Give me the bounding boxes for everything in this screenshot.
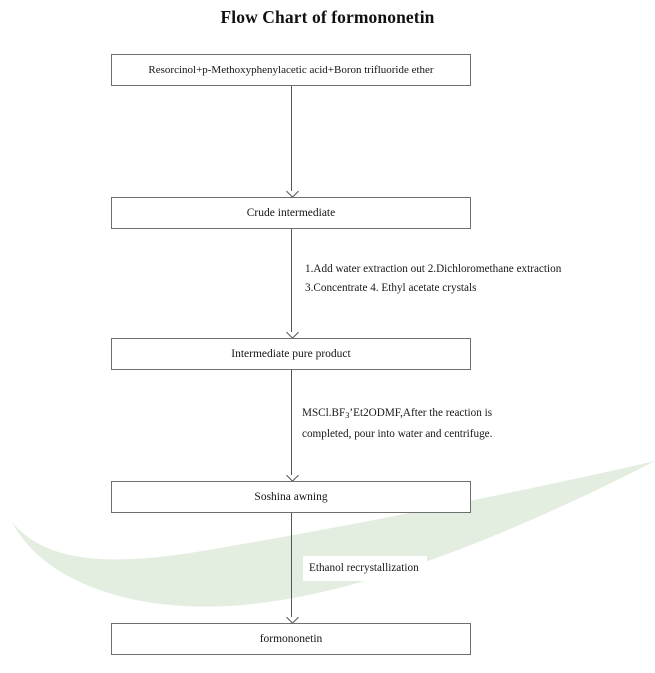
flow-node-step2[interactable]: Crude intermediate [111, 197, 471, 229]
arrowhead-icon [285, 326, 299, 339]
connector-stem [291, 513, 292, 617]
page-title: Flow Chart of formononetin [220, 7, 435, 27]
edge-label-line-1: Ethanol recrystallization [309, 562, 419, 574]
arrowhead-icon [285, 469, 299, 482]
flow-node-step5[interactable]: formononetin [111, 623, 471, 655]
edge-label-line-1: MSCl.BF3’Et2ODMF,After the reaction is [302, 404, 492, 425]
edge-label-step3-step4: MSCl.BF3’Et2ODMF,After the reaction is c… [302, 404, 493, 444]
edge-label-step4-step5: Ethanol recrystallization [303, 556, 427, 581]
connector-step2-step3 [285, 229, 299, 339]
flow-node-step3[interactable]: Intermediate pure product [111, 338, 471, 370]
formula-prefix: MSCl.BF [302, 407, 346, 419]
edge-label-step2-step3: 1.Add water extraction out 2.Dichloromet… [305, 260, 562, 298]
edge-label-line-1: 1.Add water extraction out 2.Dichloromet… [305, 263, 562, 275]
flow-node-step1[interactable]: Resorcinol+p-Methoxyphenylacetic acid+Bo… [111, 54, 471, 86]
formula-subscript: 3 [345, 410, 350, 420]
connector-step3-step4 [285, 370, 299, 482]
arrowhead-icon [285, 611, 299, 624]
flow-node-step4[interactable]: Soshina awning [111, 481, 471, 513]
edge-label-line-2: 3.Concentrate 4. Ethyl acetate crystals [305, 282, 477, 294]
connector-stem [291, 86, 292, 191]
connector-step4-step5 [285, 513, 299, 624]
formula-suffix: ’Et2ODMF,After the reaction is [349, 407, 493, 419]
edge-label-line-2: completed, pour into water and centrifug… [302, 427, 493, 440]
arrowhead-icon [285, 185, 299, 198]
connector-stem [291, 229, 292, 332]
connector-step1-step2 [285, 86, 299, 198]
connector-stem [291, 370, 292, 475]
